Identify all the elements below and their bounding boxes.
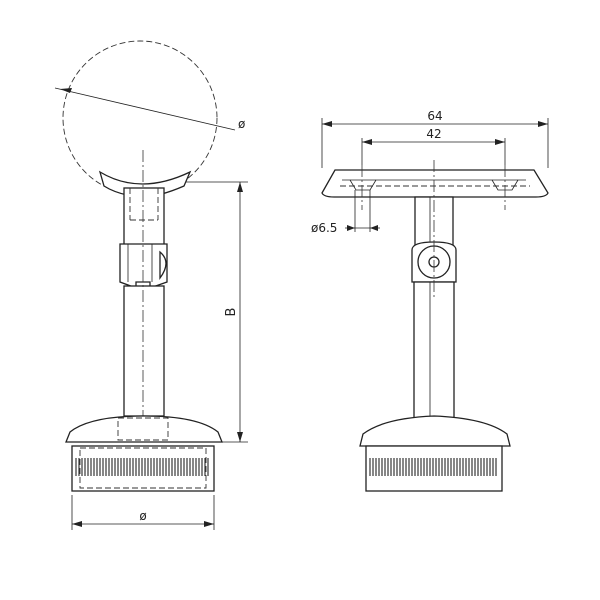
side-view: ø ø B xyxy=(54,40,248,530)
base-diameter-label: ø xyxy=(139,509,146,523)
front-lower-tube xyxy=(413,281,455,423)
upper-tube xyxy=(123,187,165,247)
knuckle-joint xyxy=(119,243,168,289)
front-base-ring xyxy=(365,445,503,492)
overall-width-label: 64 xyxy=(427,109,442,123)
front-view: ø6.5 64 42 xyxy=(311,109,549,492)
knurl-pattern xyxy=(75,458,209,476)
front-base-cap xyxy=(359,415,511,447)
hole-spacing-label: 42 xyxy=(426,127,441,141)
lower-tube xyxy=(123,285,165,417)
top-plate xyxy=(321,169,549,198)
saddle-diameter-label: ø xyxy=(238,117,245,131)
height-label: B xyxy=(224,308,239,317)
saddle-diameter-arrow xyxy=(60,88,72,93)
base-cap xyxy=(65,415,223,443)
pivot-knob xyxy=(159,250,167,280)
front-knurl-pattern xyxy=(369,458,497,476)
left-countersunk-hole xyxy=(349,179,377,191)
saddle-diameter-leader xyxy=(54,87,236,131)
hole-diameter-label: ø6.5 xyxy=(311,221,337,235)
handrail-circle xyxy=(62,40,218,196)
